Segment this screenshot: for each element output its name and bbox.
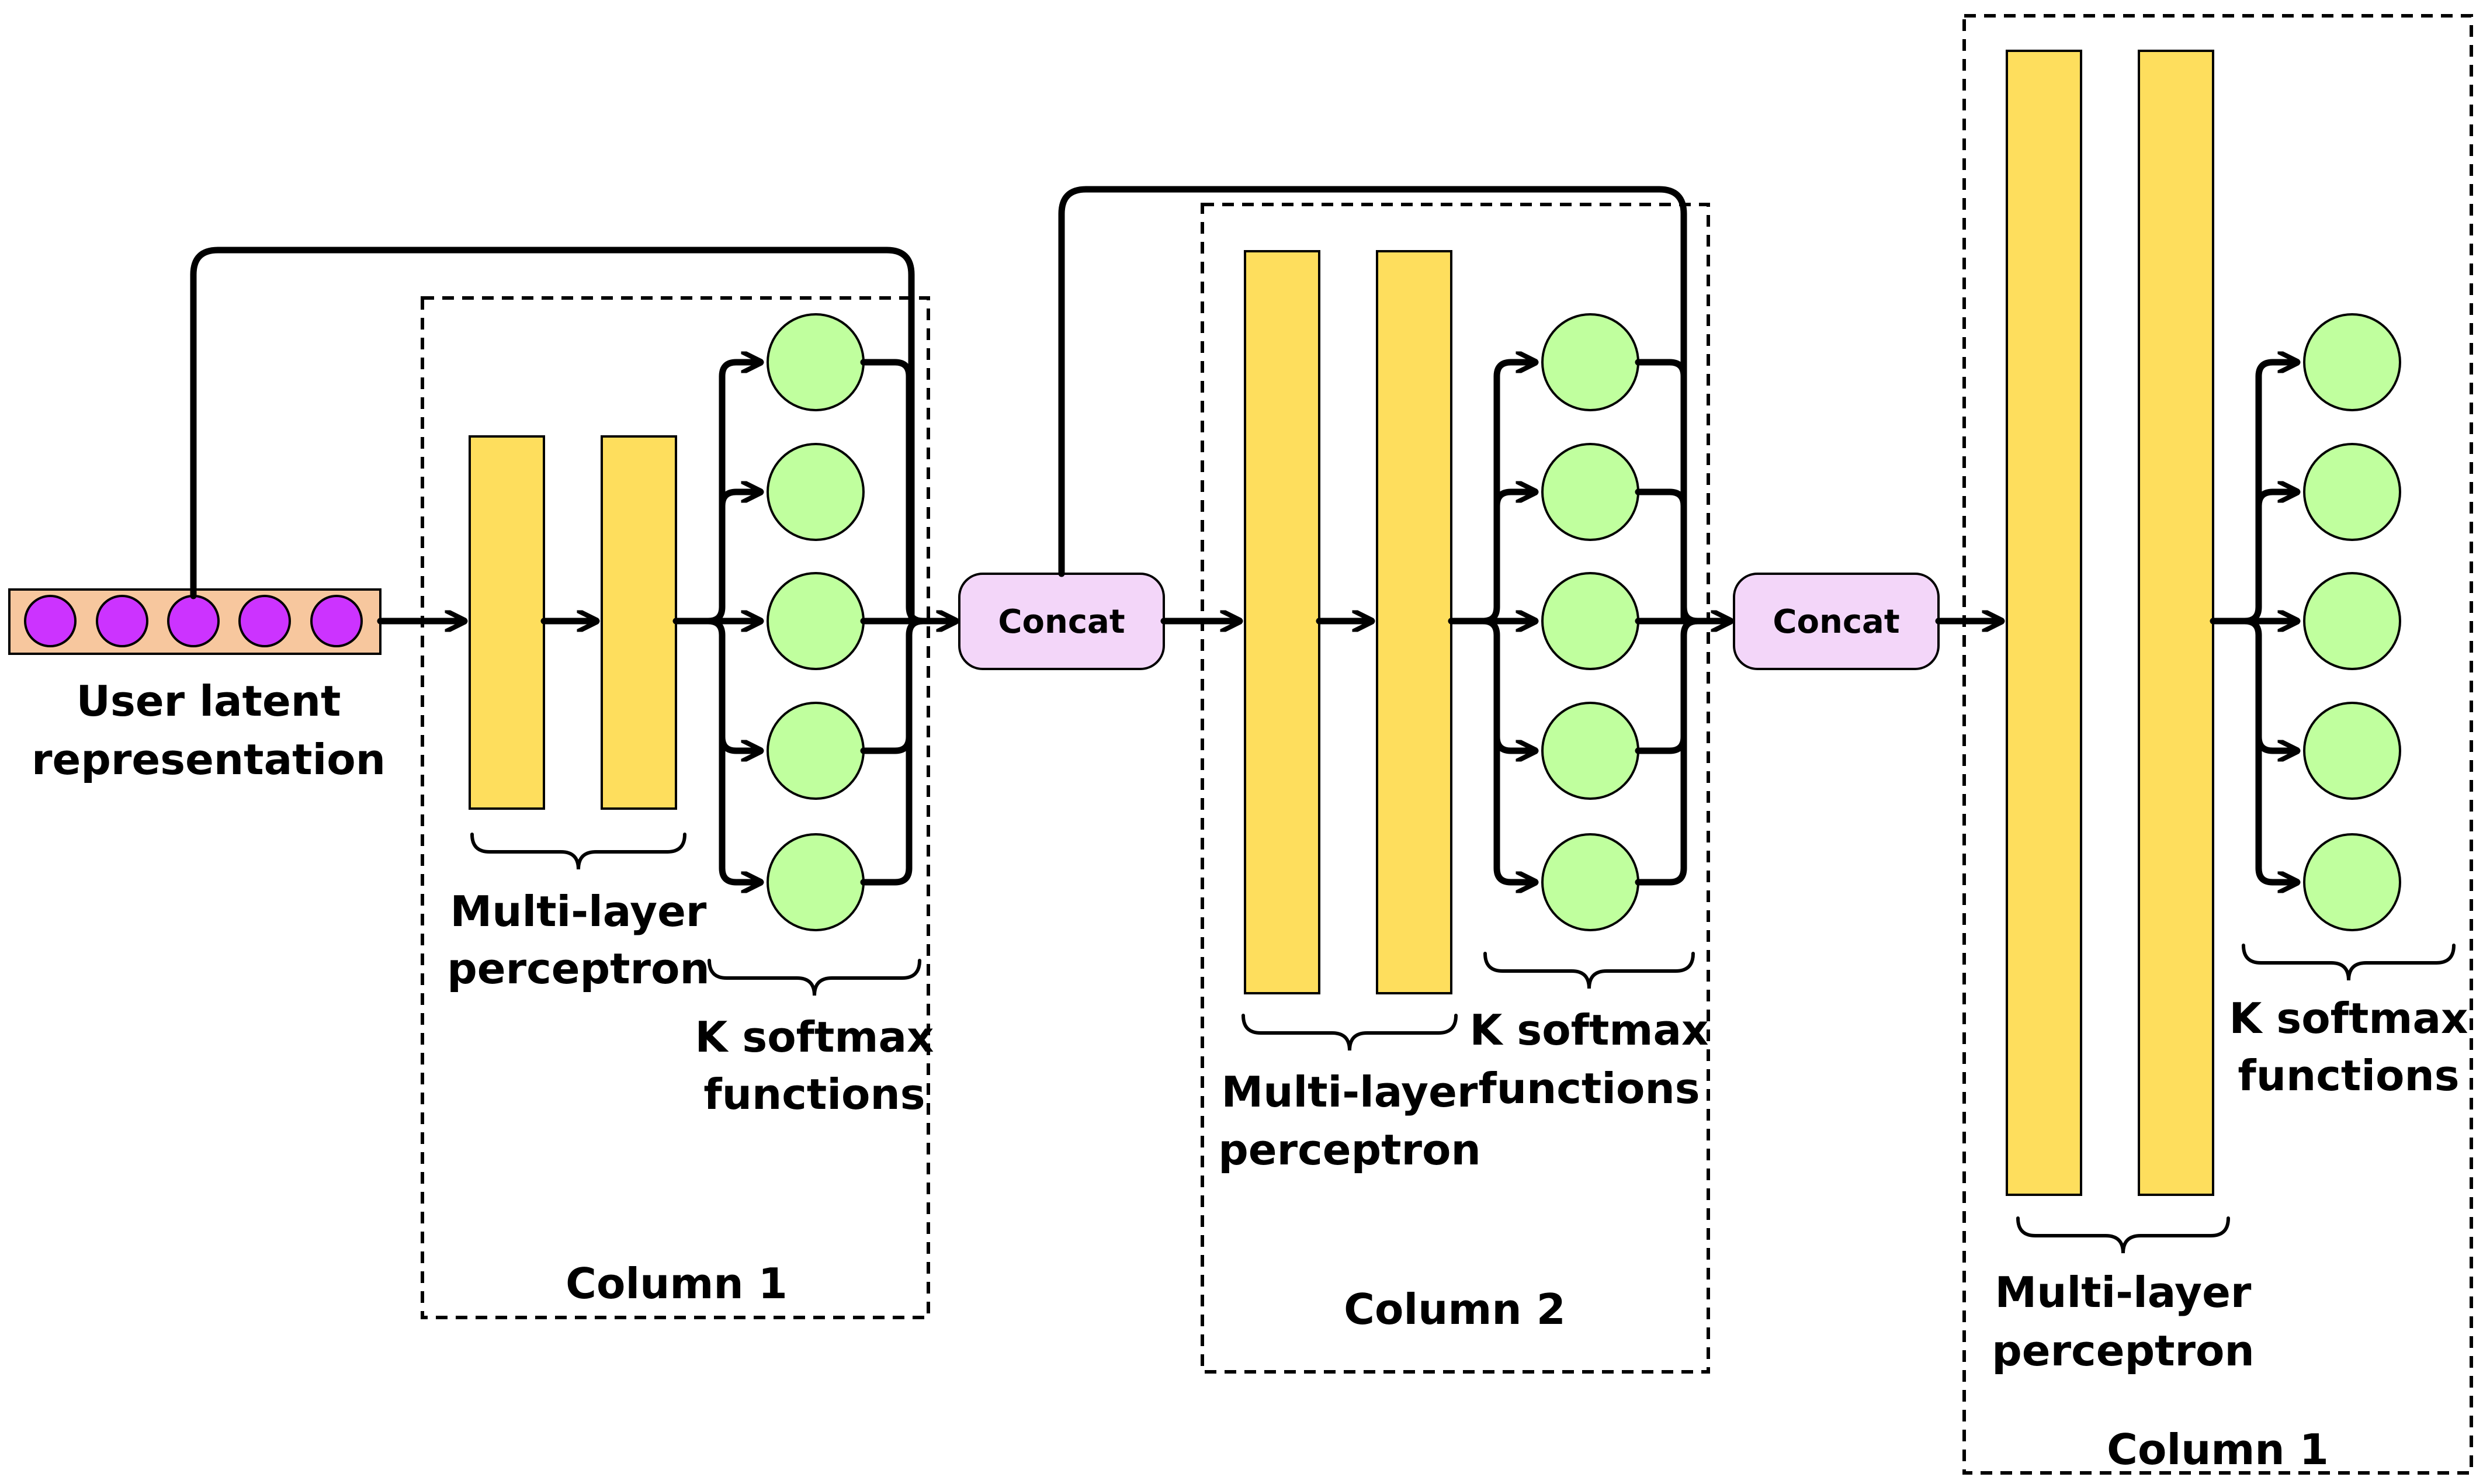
mlp-label-line2: perceptron <box>1992 1326 2255 1375</box>
softmax-node <box>1541 572 1639 670</box>
column-3-box <box>1962 14 2473 1475</box>
softmax-node <box>1541 833 1639 931</box>
fan-out-arrow <box>1479 618 1539 882</box>
fan-in-line <box>1635 733 1687 754</box>
mlp-brace <box>470 833 686 870</box>
mlp-bar <box>601 435 677 810</box>
softmax-node <box>767 572 865 670</box>
mlp-bar <box>2138 50 2214 1196</box>
softmax-node <box>2303 443 2401 541</box>
softmax-node <box>1541 313 1639 411</box>
user-latent-representation: User latent representation <box>8 588 386 784</box>
mlp-bar <box>1376 250 1452 994</box>
mlp-label-line2: perceptron <box>1218 1125 1481 1174</box>
softmax-label-line1: K softmax <box>695 1013 934 1062</box>
skip-connection <box>1058 186 1687 625</box>
column-title: Column 1 <box>2107 1425 2329 1474</box>
softmax-node <box>2303 313 2401 411</box>
mlp-label-line1: Multi-layer <box>1222 1067 1478 1117</box>
fan-out-arrow <box>2241 618 2301 882</box>
fan-out-arrow <box>719 733 764 751</box>
softmax-node <box>2303 833 2401 931</box>
fan-out-arrow <box>1493 733 1539 751</box>
fan-out-arrow <box>2255 492 2301 509</box>
softmax-node <box>767 833 865 931</box>
fan-out-arrow <box>705 618 764 882</box>
input-node <box>310 595 363 647</box>
softmax-node <box>1541 443 1639 541</box>
skip-connection <box>190 247 915 625</box>
mlp-bar <box>2006 50 2082 1196</box>
softmax-label-line2: functions <box>1478 1064 1700 1113</box>
fan-out-arrow <box>2255 733 2301 751</box>
input-label-line1: User latent <box>77 677 341 726</box>
softmax-brace <box>2242 944 2456 981</box>
softmax-label-line1: K softmax <box>1470 1005 1709 1055</box>
softmax-node <box>767 702 865 800</box>
input-node <box>24 595 77 647</box>
softmax-node <box>2303 572 2401 670</box>
mlp-brace <box>2016 1216 2230 1254</box>
concat-label: Concat <box>998 603 1125 641</box>
softmax-brace <box>708 959 921 996</box>
fan-in-line <box>1635 488 1687 509</box>
concat-label: Concat <box>1773 603 1899 641</box>
softmax-brace <box>1483 952 1695 989</box>
softmax-node <box>767 313 865 411</box>
mlp-brace <box>1242 1014 1458 1051</box>
softmax-node <box>767 443 865 541</box>
input-label-line2: representation <box>32 735 386 784</box>
concat-1: Concat <box>958 573 1165 670</box>
column-2-box <box>1201 203 1710 1374</box>
input-node <box>167 595 220 647</box>
input-node <box>238 595 291 647</box>
column-title: Column 1 <box>566 1259 788 1308</box>
mlp-label-line2: perceptron <box>447 944 710 993</box>
column-title: Column 2 <box>1344 1285 1566 1334</box>
softmax-label-line2: functions <box>703 1070 925 1119</box>
column-1: Multi-layer perceptron K softmax functio… <box>190 247 959 1319</box>
fan-out-arrow <box>1493 492 1539 509</box>
column-2: Multi-layer perceptron K softmax functio… <box>1058 186 1734 1374</box>
fan-out-arrow <box>719 492 764 509</box>
fan-in-line <box>860 733 913 754</box>
softmax-node <box>1541 702 1639 800</box>
softmax-label-line1: K softmax <box>2229 994 2468 1043</box>
column-3: Multi-layer perceptron K softmax functio… <box>1935 14 2473 1475</box>
column-1-box <box>421 296 930 1319</box>
mlp-bar <box>1244 250 1320 994</box>
concat-2: Concat <box>1733 573 1940 670</box>
mlp-bar <box>469 435 545 810</box>
softmax-label-line2: functions <box>2238 1051 2459 1100</box>
mlp-label-line1: Multi-layer <box>1995 1268 2252 1317</box>
input-node <box>96 595 148 647</box>
mlp-label-line1: Multi-layer <box>450 887 707 936</box>
softmax-node <box>2303 702 2401 800</box>
